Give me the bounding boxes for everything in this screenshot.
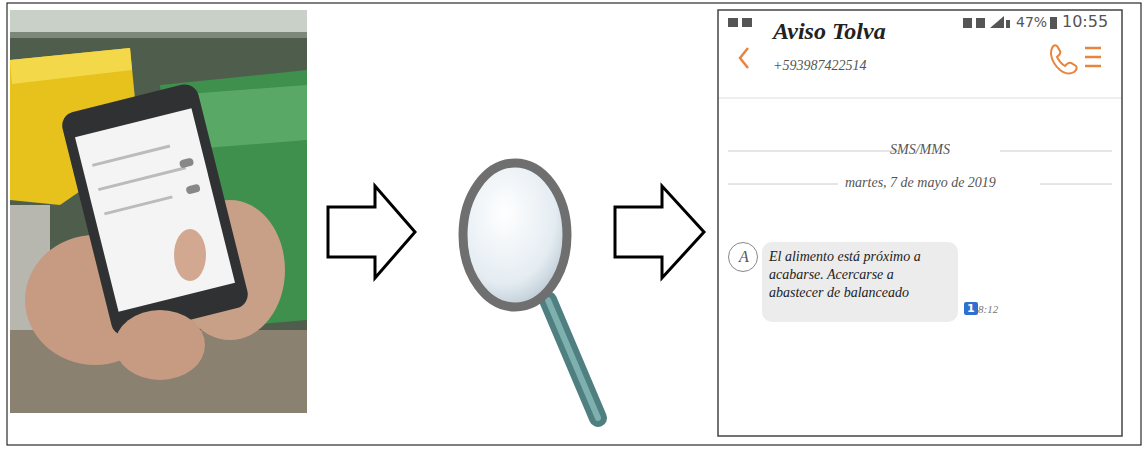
separator-line bbox=[728, 184, 838, 185]
message-time: 8:12 bbox=[978, 303, 998, 315]
block-arrow bbox=[328, 186, 415, 278]
block-arrow bbox=[615, 186, 704, 278]
screen-border bbox=[718, 10, 1122, 436]
menu-icon bbox=[1085, 48, 1101, 66]
separator-line bbox=[718, 98, 1122, 99]
separator-line bbox=[728, 151, 900, 152]
back-icon bbox=[740, 48, 748, 68]
phone-number: +593987422514 bbox=[773, 58, 866, 74]
avatar-circle: A bbox=[728, 242, 758, 272]
contact-name: Aviso Tolva bbox=[773, 18, 886, 45]
avatar-letter: A bbox=[739, 248, 749, 266]
channel-label: SMS/MMS bbox=[890, 142, 950, 158]
battery-level: 47% bbox=[1016, 14, 1047, 30]
date-label: martes, 7 de mayo de 2019 bbox=[845, 175, 996, 191]
figure-border bbox=[7, 3, 1141, 445]
photo-illustration bbox=[10, 10, 307, 413]
call-icon bbox=[1051, 45, 1077, 73]
magnifier-symbol bbox=[463, 163, 598, 418]
sim-badge: 1 bbox=[964, 302, 978, 315]
screen-background bbox=[718, 10, 1122, 436]
message-bubble: El alimento está próximo a acabarse. Ace… bbox=[762, 242, 958, 322]
message-text: El alimento está próximo a acabarse. Ace… bbox=[769, 248, 951, 302]
clock-time: 10:55 bbox=[1062, 12, 1108, 31]
phone-screen: Aviso Tolva +593987422514SMS/MMS martes, 7… bbox=[718, 10, 1122, 436]
separator-line bbox=[1040, 184, 1112, 185]
separator-line bbox=[1000, 151, 1112, 152]
